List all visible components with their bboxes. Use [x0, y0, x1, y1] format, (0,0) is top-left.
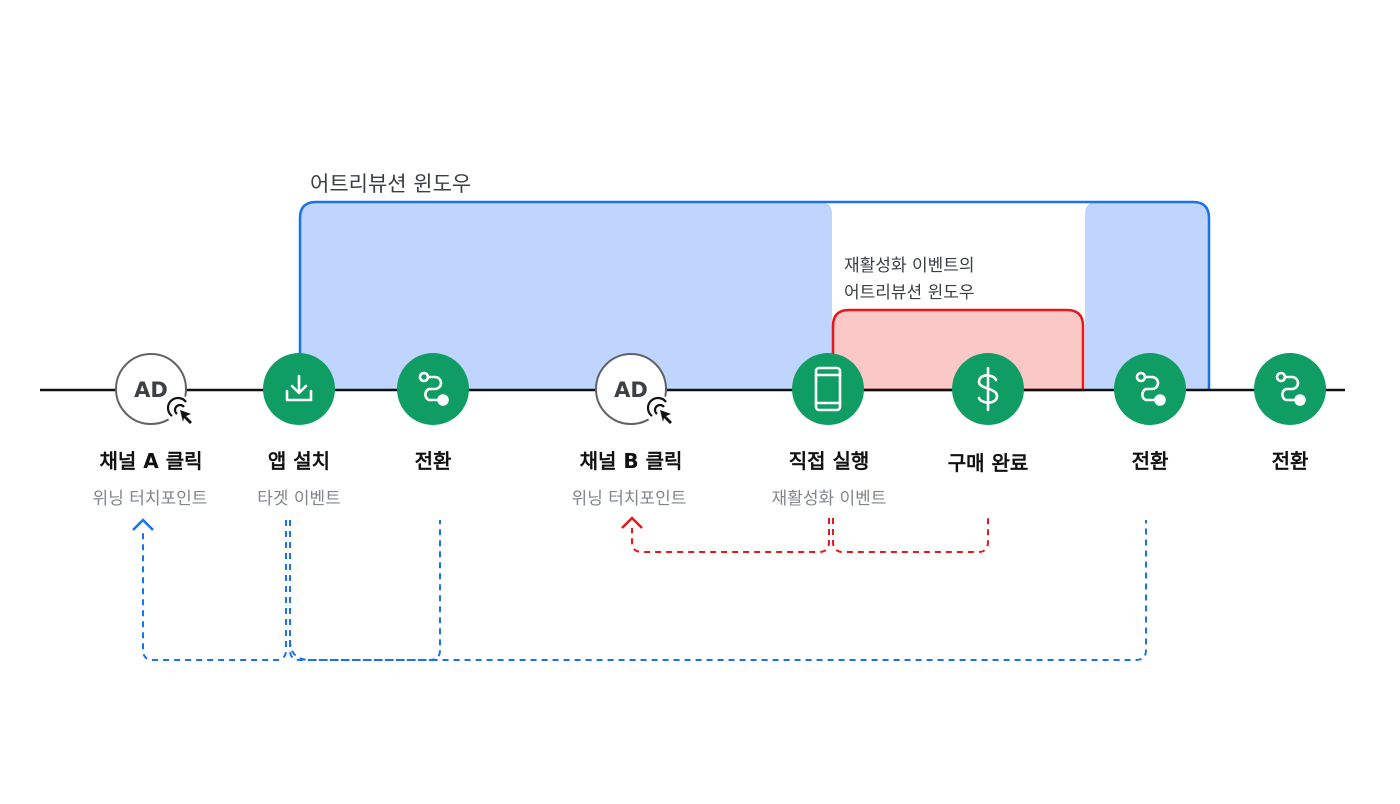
event-label-direct-launch: 직접 실행 [788, 449, 870, 473]
event-node-conversion-1 [397, 353, 469, 425]
event-node-channel-b-click: AD [595, 353, 676, 426]
reengagement-window-label-line1: 재활성화 이벤트의 [844, 256, 975, 276]
ad-click-icon [166, 396, 196, 426]
blue-arrowhead [132, 518, 154, 531]
ad-badge-text: AD [614, 378, 648, 402]
event-sublabel-direct-launch: 재활성화 이벤트 [771, 489, 887, 509]
ad-badge-text: AD [134, 378, 168, 402]
reengagement-window-label-line2: 어트리뷰션 윈도우 [844, 283, 975, 303]
reengagement-window [831, 308, 1085, 392]
event-node-app-install [263, 353, 335, 425]
smartphone-icon [814, 366, 842, 412]
route-icon [418, 371, 449, 406]
event-label-conversion-3: 전환 [1271, 449, 1309, 473]
red-arrowhead [621, 516, 643, 529]
event-label-conversion-2: 전환 [1131, 449, 1169, 473]
route-icon [1135, 371, 1166, 406]
download-icon [285, 374, 313, 402]
ad-click-icon [646, 396, 676, 426]
dollar-icon [977, 366, 999, 412]
reengagement-window-label: 재활성화 이벤트의 어트리뷰션 윈도우 [844, 253, 975, 307]
event-node-purchase-complete [952, 353, 1024, 425]
event-label-channel-b-click: 채널 B 클릭 [579, 449, 683, 473]
red-reengagement-arrows [631, 518, 989, 553]
event-node-channel-a-click: AD [115, 353, 196, 426]
attribution-window-label: 어트리뷰션 윈도우 [310, 172, 472, 196]
route-icon [1275, 371, 1306, 406]
event-sublabel-channel-a-click: 위닝 터치포인트 [92, 489, 208, 509]
event-label-channel-a-click: 채널 A 클릭 [99, 449, 203, 473]
event-label-purchase-complete: 구매 완료 [947, 451, 1029, 475]
event-sublabel-app-install: 타겟 이벤트 [257, 489, 341, 509]
event-node-conversion-3 [1254, 353, 1326, 425]
event-label-app-install: 앱 설치 [267, 449, 331, 473]
attribution-window [298, 200, 1211, 390]
event-node-direct-launch [792, 353, 864, 425]
event-label-conversion-1: 전환 [414, 449, 452, 473]
event-sublabel-channel-b-click: 위닝 터치포인트 [571, 489, 687, 509]
event-node-conversion-2 [1114, 353, 1186, 425]
blue-attribution-arrows [142, 520, 1147, 661]
